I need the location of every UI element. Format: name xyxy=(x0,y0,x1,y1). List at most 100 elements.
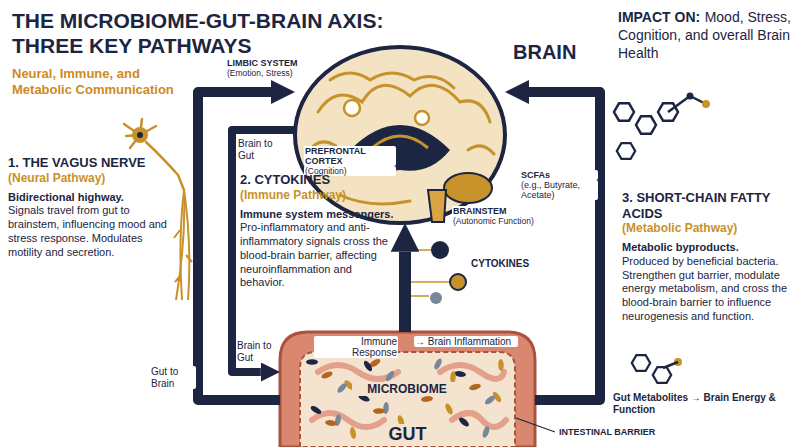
brain-illustration xyxy=(340,195,410,204)
pathway-type: (Neural Pathway) xyxy=(8,171,173,186)
label-group: Immune Response xyxy=(314,336,398,358)
bacterium xyxy=(444,402,454,415)
bacterium xyxy=(384,370,396,383)
pathway-box: 2. CYTOKINES(Immune Pathway) Immune syste… xyxy=(240,172,394,290)
brain-illustration xyxy=(344,100,360,116)
pathway-type: (Metabolic Pathway) xyxy=(622,221,794,236)
flow-label: Immune Response xyxy=(314,336,398,358)
space xyxy=(700,8,704,25)
label-group: INTESTINAL BARRIER xyxy=(558,427,682,437)
pathway-heading: 2. CYTOKINES xyxy=(240,172,394,188)
label-group: SCFAs(e.g., Butyrate, Acetate) xyxy=(520,170,598,200)
scfa-molecules xyxy=(663,362,678,368)
gut-region: GUT xyxy=(280,332,535,447)
microbiome-label: MICROBIOME xyxy=(352,382,462,396)
title: THE MICROBIOME-GUT-BRAIN AXIS: THREE KEY… xyxy=(12,8,412,58)
barrier-leader xyxy=(516,418,555,432)
edge-label: Brain to Gut xyxy=(237,138,281,161)
brain-illustration xyxy=(318,85,490,122)
flow-label: → Brain Inflammation xyxy=(414,336,518,347)
pathway-heading: 1. THE VAGUS NERVE xyxy=(8,155,173,171)
bacterium xyxy=(373,408,385,414)
gut-illustration xyxy=(280,332,535,447)
label-group: MICROBIOME xyxy=(352,382,462,396)
bacterium xyxy=(481,425,490,438)
pathway-arrow xyxy=(399,252,411,332)
nerve-fibres xyxy=(174,230,192,282)
bacterium xyxy=(468,383,481,392)
cytokine-particles xyxy=(431,241,449,259)
edge-label: Gut to Brain xyxy=(150,366,196,389)
pathway-description: Produced by beneficial bacteria. Strengt… xyxy=(622,255,794,324)
scfa-molecules xyxy=(614,103,634,120)
bacterium xyxy=(336,382,348,395)
bacterium xyxy=(349,427,357,440)
bacterium xyxy=(320,370,333,380)
bacterium xyxy=(458,416,471,428)
brain-illustration xyxy=(428,190,446,222)
gut-illustration xyxy=(300,352,515,447)
pathway-lead: Bidirectional highway. xyxy=(8,191,173,205)
region-heading: BRAIN xyxy=(511,41,578,64)
bacterium xyxy=(325,419,338,426)
nerve-fibres xyxy=(176,190,184,300)
region-note: (Autonomic Function) xyxy=(452,216,550,226)
scfa-molecules xyxy=(653,367,671,383)
neuron-illustration xyxy=(132,127,148,143)
gut-illustration xyxy=(280,332,535,447)
pathway-type: (Immune Pathway) xyxy=(240,188,394,203)
pathway-arrow xyxy=(529,92,600,400)
barrier-label: INTESTINAL BARRIER xyxy=(558,427,682,437)
pathway-box: 3. SHORT-CHAIN FATTY ACIDS(Metabolic Pat… xyxy=(622,190,794,324)
cytokine-particles xyxy=(450,274,466,290)
bacterium xyxy=(306,359,318,365)
bacterium xyxy=(309,404,322,415)
molecule-note: (e.g., Butyrate, Acetate) xyxy=(520,180,598,200)
brain-illustration xyxy=(444,173,492,203)
neuron-illustration xyxy=(124,119,156,148)
pathway-box: 1. THE VAGUS NERVE(Neural Pathway) Bidire… xyxy=(8,155,173,259)
label-group: IMPACT ON: Mood, Stress, Cognition, and … xyxy=(618,8,793,63)
pathway-heading: 3. SHORT-CHAIN FATTY ACIDS xyxy=(622,190,794,221)
scfa-molecules xyxy=(687,93,694,100)
label-group: LIMBIC SYSTEM(Emotion, Stress) xyxy=(226,58,310,78)
edge-label: Gut Metabolites → Brain Energy & Functio… xyxy=(612,392,784,415)
neuron-illustration xyxy=(146,142,184,190)
brain-illustration xyxy=(415,111,429,125)
particle-label: CYTOKINES xyxy=(470,258,536,269)
impact-heading: IMPACT ON: xyxy=(618,9,700,25)
nerve-fibres xyxy=(174,190,192,300)
label-group: Brain to Gut xyxy=(236,340,278,363)
neuron-illustration xyxy=(124,119,184,190)
neuron-illustration xyxy=(137,132,143,138)
scfa-molecules xyxy=(632,355,650,371)
subtitle: Neural, Immune, and Metabolic Communicat… xyxy=(12,66,190,97)
pathway-description: Signals travel from gut to brainstem, in… xyxy=(8,204,173,259)
region-label: LIMBIC SYSTEM xyxy=(226,58,310,68)
label-group: BRAINSTEM(Autonomic Function) xyxy=(452,206,550,226)
label-group: PREFRONTAL CORTEX(Cognition) xyxy=(304,146,396,176)
bacterium xyxy=(484,394,497,406)
nerve-fibres xyxy=(184,190,189,300)
pathway-lead: Metabolic byproducts. xyxy=(622,241,794,255)
brain-illustration xyxy=(330,73,454,88)
scfa-molecules xyxy=(614,93,710,383)
region-note: (Emotion, Stress) xyxy=(226,68,310,78)
label-group: CYTOKINES xyxy=(470,258,536,269)
bacterium xyxy=(421,395,434,402)
brain-illustration xyxy=(310,73,494,204)
cytokine-particles xyxy=(430,292,442,304)
label-group: Neural, Immune, and Metabolic Communicat… xyxy=(12,66,190,97)
scfa-molecules xyxy=(617,143,635,159)
pathway-description: Pro-inflammatory and anti-inflammatory s… xyxy=(240,221,394,290)
region-label: BRAINSTEM xyxy=(452,206,550,216)
label-group: → Brain Inflammation xyxy=(414,336,518,347)
scfa-molecules xyxy=(702,100,710,108)
pathway-lead: Immune system messengers. xyxy=(240,208,394,222)
region-label: PREFRONTAL CORTEX xyxy=(304,146,396,166)
gut-illustration xyxy=(318,365,504,379)
direction-label: Brain to Gut xyxy=(236,340,278,363)
scfa-molecules xyxy=(668,96,706,112)
cytokine-particles xyxy=(411,241,466,304)
